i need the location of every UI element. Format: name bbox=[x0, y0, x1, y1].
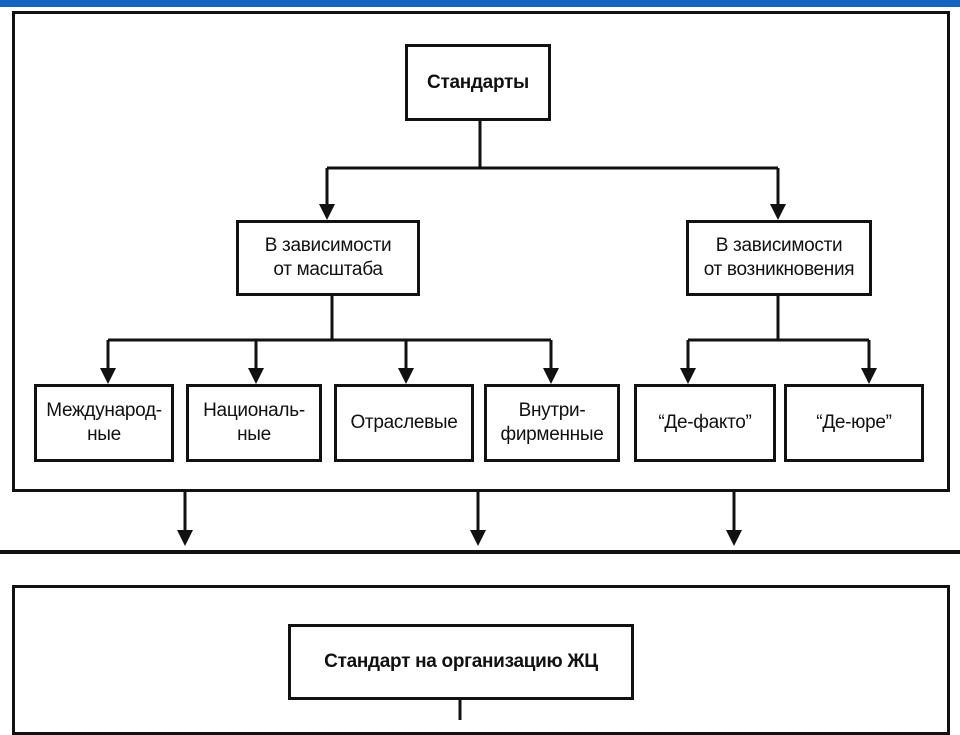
arrow-scale-child-1 bbox=[248, 368, 264, 384]
diagram-connectors bbox=[100, 121, 877, 720]
arrow-scale-child-3 bbox=[543, 368, 559, 384]
separator-line bbox=[0, 550, 960, 554]
arrow-origin-child-0 bbox=[680, 368, 696, 384]
leaf-node-international: Международ- ные bbox=[34, 384, 174, 462]
leaf-node-national: Националь- ные bbox=[186, 384, 322, 462]
root-node-standards: Стандарты bbox=[405, 44, 551, 121]
arrow-to-scale bbox=[319, 204, 335, 220]
arrow-down-0 bbox=[177, 530, 193, 546]
leaf-node-industry: Отраслевые bbox=[334, 384, 474, 462]
leaf-node-de-jure: “Де-юре” bbox=[784, 384, 924, 462]
arrow-scale-child-2 bbox=[398, 368, 414, 384]
leaf-node-de-facto: “Де-факто” bbox=[634, 384, 776, 462]
arrow-to-origin bbox=[770, 204, 786, 220]
arrow-origin-child-1 bbox=[861, 368, 877, 384]
branch-node-by-origin: В зависимости от возникновения bbox=[686, 220, 872, 296]
leaf-node-internal-company: Внутри- фирменные bbox=[484, 384, 620, 462]
node-lifecycle-standard: Стандарт на организацию ЖЦ bbox=[288, 624, 634, 700]
arrow-down-1 bbox=[470, 530, 486, 546]
top-accent-bar bbox=[0, 0, 960, 7]
branch-node-by-scale: В зависимости от масштаба bbox=[236, 220, 420, 296]
arrow-scale-child-0 bbox=[100, 368, 116, 384]
arrow-down-2 bbox=[726, 530, 742, 546]
